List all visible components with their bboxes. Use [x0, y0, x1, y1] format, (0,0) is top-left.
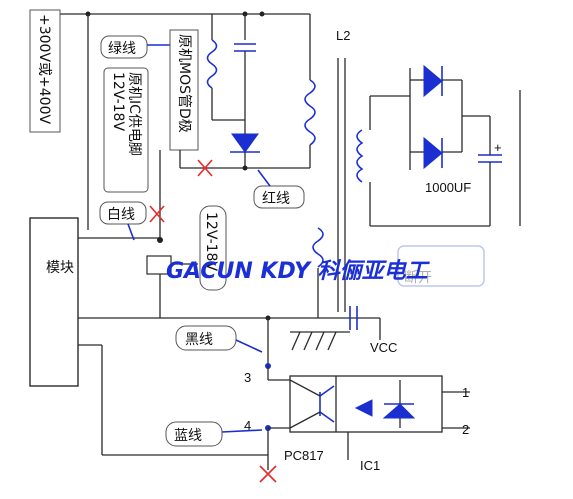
secondary-winding: + 1000UF [356, 64, 521, 227]
cut-mark-white [149, 205, 165, 223]
cut-mark-bottom [259, 465, 277, 483]
watermark: GACUN KDY 科俪亚电工 [166, 259, 431, 284]
optocoupler: 1 2 PC817 IC1 [284, 375, 470, 473]
red-wire-tag: 红线 [253, 169, 305, 209]
svg-text:原机IC供电脚: 原机IC供电脚 [126, 72, 142, 156]
svg-text:12V-18V: 12V-18V [203, 212, 219, 271]
ic-supply-path [146, 150, 198, 318]
svg-text:PC817: PC817 [284, 448, 324, 463]
transformer-primary [179, 79, 316, 171]
white-voltage-tag: 12V-18V [199, 205, 227, 291]
svg-text:4: 4 [244, 418, 251, 433]
svg-text:模块: 模块 [46, 260, 74, 276]
svg-text:蓝线: 蓝线 [174, 428, 202, 444]
svg-text:1: 1 [462, 385, 469, 400]
ground-symbol [290, 331, 350, 351]
module-block: 模块 [29, 217, 268, 456]
svg-text:+300V或+400V: +300V或+400V [36, 14, 52, 124]
svg-text:+: + [494, 140, 502, 155]
svg-text:12V-18V: 12V-18V [110, 72, 126, 131]
supply-label: +300V或+400V [29, 9, 61, 133]
snubber-network [206, 14, 260, 168]
svg-text:绿线: 绿线 [108, 41, 136, 57]
svg-text:1000UF: 1000UF [425, 180, 471, 195]
faded-box: 断开 [397, 245, 485, 287]
svg-text:IC1: IC1 [360, 458, 380, 473]
pin4-net: 4 [244, 418, 290, 470]
white-wire-tag: 白线 [99, 201, 147, 241]
svg-text:白线: 白线 [107, 207, 135, 223]
pin3-net: 3 [244, 318, 290, 385]
svg-text:原机MOS管D极: 原机MOS管D极 [176, 34, 192, 133]
supply-rail [60, 11, 311, 230]
svg-text:2: 2 [462, 422, 469, 437]
cut-mark-mos [197, 159, 213, 177]
svg-text:VCC: VCC [370, 340, 397, 355]
svg-text:L2: L2 [336, 28, 350, 43]
mos-drain-label: 原机MOS管D极 [169, 29, 199, 151]
svg-text:黑线: 黑线 [185, 332, 213, 348]
black-wire-tag: 黑线 [175, 325, 263, 353]
ic-supply-label: 原机IC供电脚 12V-18V [103, 67, 149, 193]
aux-winding: VCC [160, 227, 397, 355]
svg-text:断开: 断开 [404, 270, 432, 286]
transformer-core: L2 [336, 28, 350, 312]
blue-wire-tag: 蓝线 [165, 421, 263, 447]
svg-text:3: 3 [244, 370, 251, 385]
green-wire-tag: 绿线 [100, 35, 175, 59]
svg-text:红线: 红线 [262, 191, 290, 207]
